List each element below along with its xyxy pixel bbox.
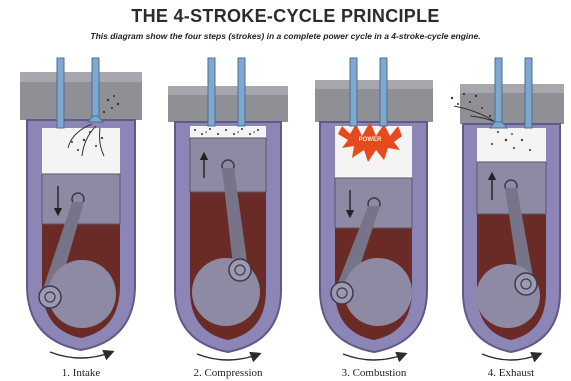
- stroke-label-3: 3. Combustion: [342, 367, 407, 379]
- combustion-chamber: [477, 128, 546, 162]
- power-burst-label: POWER: [359, 137, 382, 143]
- head-shading: [168, 86, 288, 95]
- head-shading: [20, 72, 142, 82]
- rotation-arrow: [343, 354, 405, 360]
- rotation-arrow: [50, 352, 112, 358]
- intake-valve-stem: [57, 58, 64, 128]
- rotation-arrow: [197, 354, 259, 360]
- exhaust-valve-stem: [525, 58, 532, 128]
- crank-pin: [331, 282, 353, 304]
- intake-valve-stem: [350, 58, 357, 126]
- stroke-3-combustion: POWER 3. Combustion: [315, 58, 433, 379]
- stroke-label-4: 4. Exhaust: [488, 367, 534, 379]
- intake-valve-stem: [495, 58, 502, 124]
- exhaust-valve-stem: [238, 58, 245, 126]
- stroke-4-exhaust: 4. Exhaust: [451, 58, 564, 379]
- stroke-2-compression: 2. Compression: [168, 58, 288, 379]
- stroke-1-intake: 1. Intake: [20, 58, 142, 379]
- head-shading: [315, 80, 433, 89]
- intake-valve-stem: [208, 58, 215, 126]
- combustion-chamber: [42, 128, 120, 174]
- crank-pin: [229, 259, 251, 281]
- head-shading: [460, 84, 564, 93]
- rotation-arrow: [482, 354, 540, 360]
- stroke-label-2: 2. Compression: [193, 367, 263, 379]
- stroke-label-1: 1. Intake: [62, 367, 101, 379]
- crank-pin: [39, 286, 61, 308]
- crank-counterweight: [344, 258, 412, 326]
- piston: [42, 174, 120, 224]
- exhaust-valve-stem: [380, 58, 387, 126]
- crank-pin: [515, 273, 537, 295]
- exhaust-valve-stem: [92, 58, 99, 122]
